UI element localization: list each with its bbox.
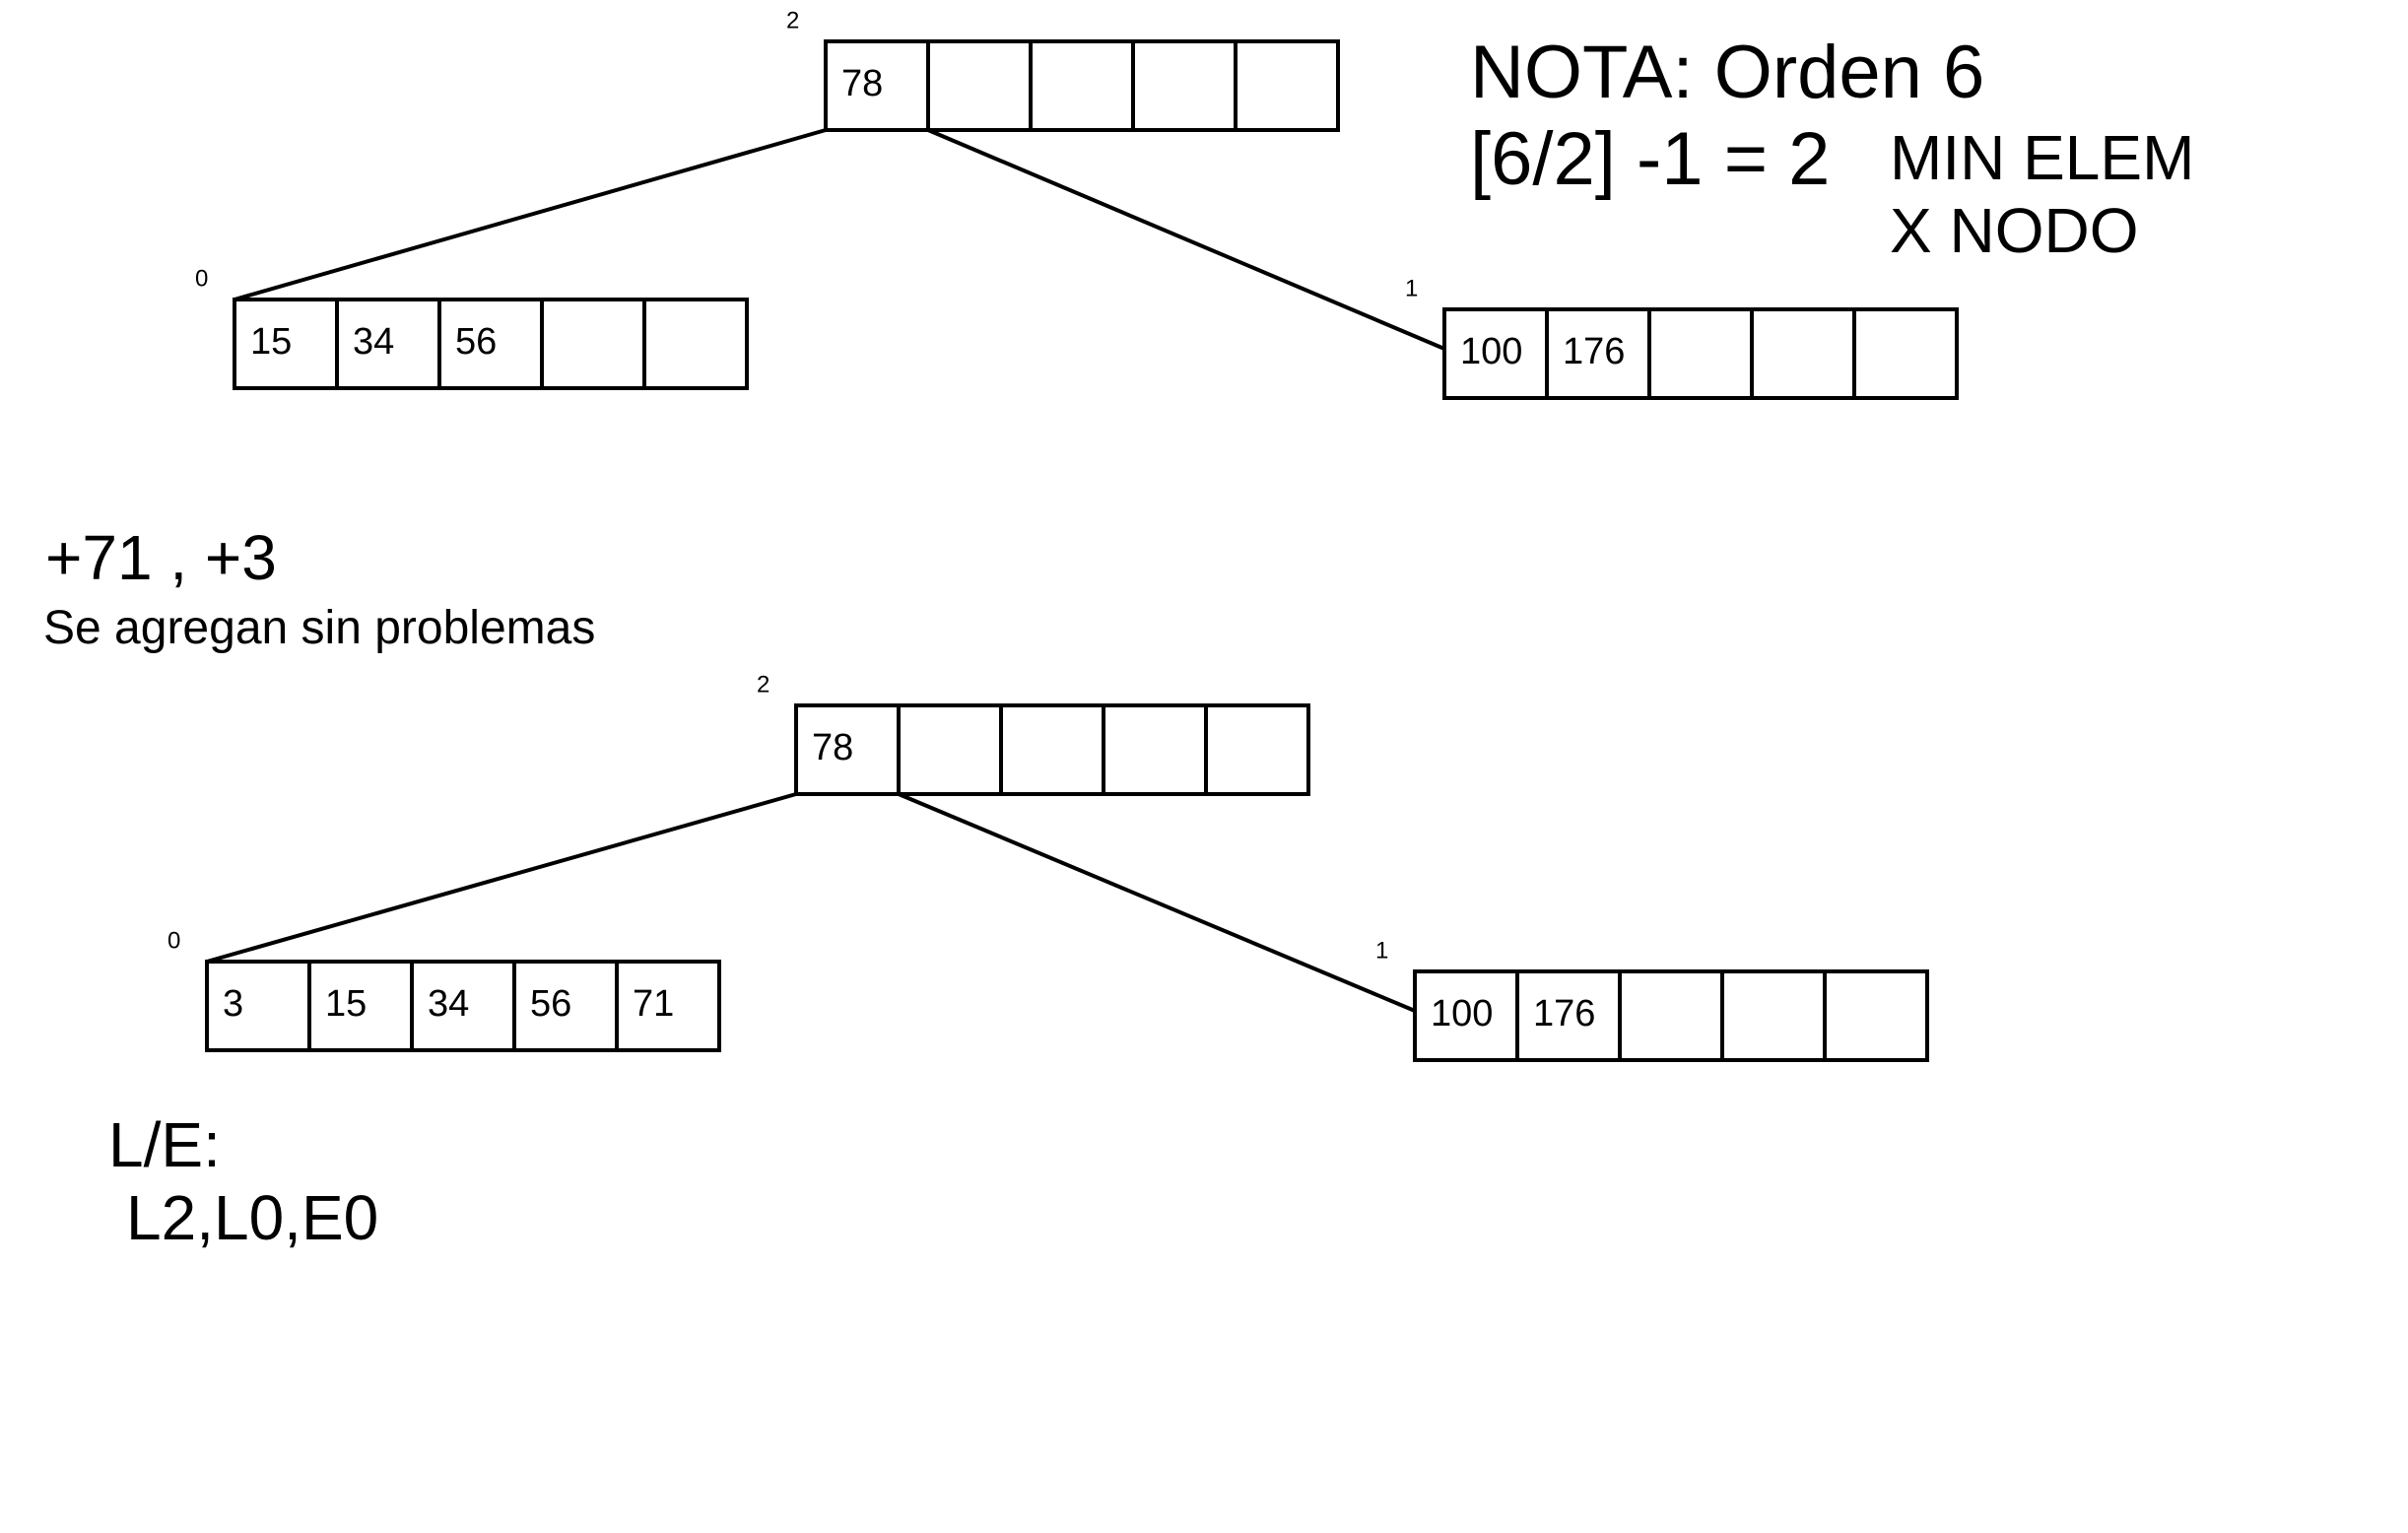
note-formula: [6/2] -1 = 2 xyxy=(1470,117,1831,201)
node-key: 176 xyxy=(1533,993,1595,1034)
node-left-id: 0 xyxy=(167,927,180,954)
io-ops: L2,L0,E0 xyxy=(126,1182,379,1253)
edge-root-right xyxy=(898,792,1416,1013)
note-min-elem: MIN ELEM xyxy=(1890,122,2195,193)
node-key: 15 xyxy=(325,983,367,1025)
node-right-box xyxy=(1442,307,1959,400)
edge-root-right xyxy=(927,128,1445,351)
node-right-id: 1 xyxy=(1405,275,1418,301)
node-key: 15 xyxy=(250,321,292,363)
node-key: 78 xyxy=(841,63,883,104)
insert-desc: Se agregan sin problemas xyxy=(43,602,596,654)
note-title: NOTA: Orden 6 xyxy=(1470,31,1985,114)
node-key: 71 xyxy=(633,983,674,1025)
node-key: 34 xyxy=(428,983,469,1025)
node-key: 100 xyxy=(1431,993,1493,1034)
node-key: 56 xyxy=(530,983,571,1025)
io-title: L/E: xyxy=(108,1109,221,1180)
node-left-box xyxy=(233,298,749,390)
node-root-box xyxy=(794,703,1310,796)
node-key: 100 xyxy=(1460,331,1522,372)
note-x-nodo: X NODO xyxy=(1890,195,2139,266)
node-left-id: 0 xyxy=(195,265,208,292)
node-key: 56 xyxy=(455,321,497,363)
node-right-box xyxy=(1413,969,1929,1062)
insert-ops: +71 , +3 xyxy=(45,522,277,593)
node-right-id: 1 xyxy=(1375,937,1388,964)
node-key: 34 xyxy=(353,321,394,363)
node-root-box xyxy=(824,39,1340,132)
edge-root-left xyxy=(206,792,797,964)
node-key: 78 xyxy=(812,727,853,768)
node-root-id: 2 xyxy=(786,7,799,33)
node-key: 3 xyxy=(223,983,243,1025)
node-key: 176 xyxy=(1563,331,1625,372)
edge-root-left xyxy=(234,128,827,301)
node-root-id: 2 xyxy=(757,671,769,698)
node-left-box xyxy=(205,960,721,1052)
